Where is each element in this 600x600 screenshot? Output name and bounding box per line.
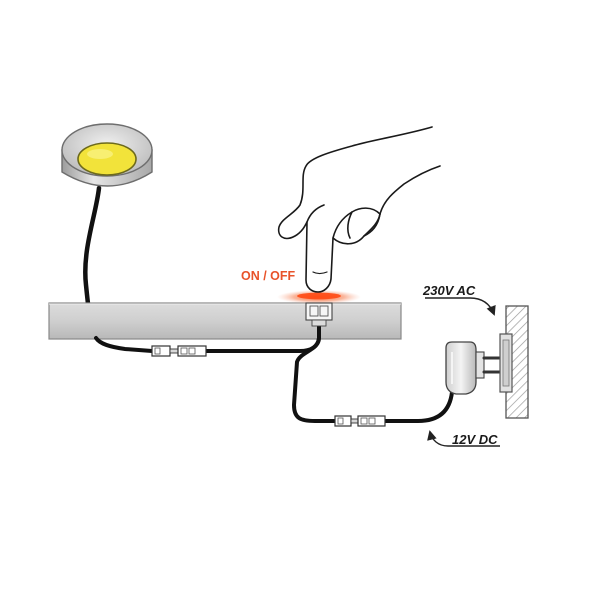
mains-label: 230V AC xyxy=(422,283,476,298)
dc-arrow xyxy=(427,430,500,447)
puck-light-icon xyxy=(61,123,153,187)
connector-left xyxy=(151,345,207,357)
shelf-board xyxy=(48,302,402,340)
hand-pressing-icon xyxy=(277,126,441,293)
shelf-cable xyxy=(94,336,154,353)
touch-switch xyxy=(277,290,361,327)
connector-lower xyxy=(334,415,386,427)
wall-socket-icon xyxy=(499,305,529,419)
plug-adapter-icon xyxy=(445,341,502,395)
switch-label: ON / OFF xyxy=(241,269,296,283)
low-voltage-label: 12V DC xyxy=(452,432,498,447)
mains-arrow xyxy=(425,297,496,316)
dc-cable xyxy=(291,336,337,423)
